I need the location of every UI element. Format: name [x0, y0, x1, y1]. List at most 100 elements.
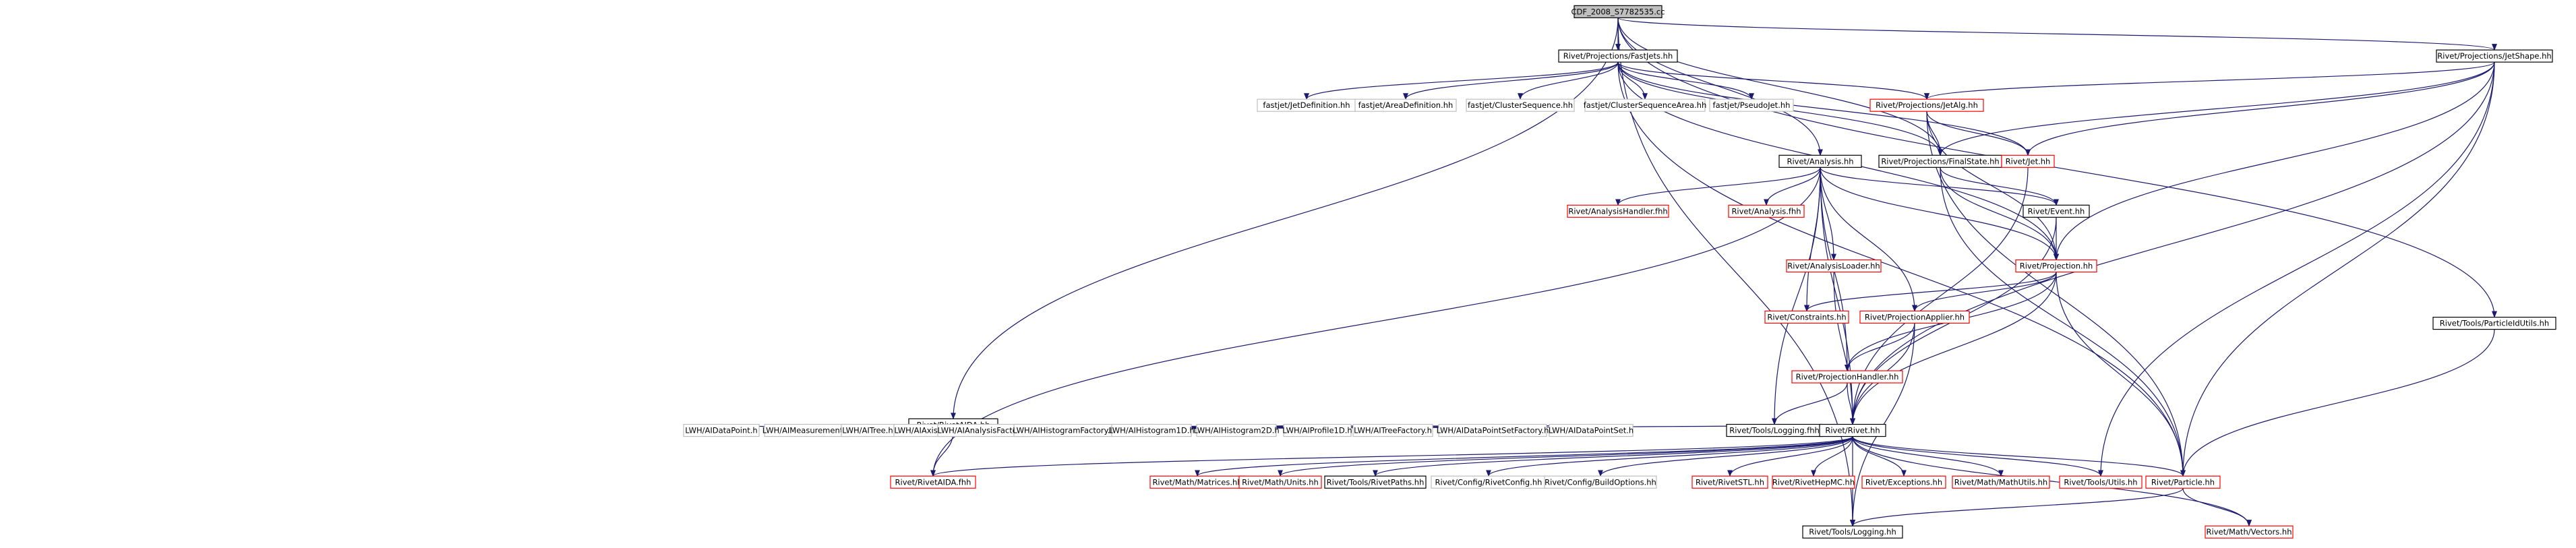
node-rivetstl[interactable]: Rivet/RivetSTL.hh	[1691, 475, 1768, 489]
node-box-fastjets	[1558, 49, 1678, 63]
edge-analysisloader-to-rivet	[1833, 272, 1855, 425]
node-label-lwh_axis: LWH/AIAxis.h	[894, 426, 945, 435]
node-box-logginghh	[1802, 525, 1903, 539]
node-matrices[interactable]: Rivet/Math/Matrices.hh	[1149, 475, 1245, 489]
edge-rivet-to-rivetstl	[1727, 436, 1853, 477]
node-rivetaidafhh[interactable]: Rivet/RivetAIDA.fhh	[890, 475, 976, 489]
node-box-pseudojet	[1709, 98, 1794, 112]
node-projection[interactable]: Rivet/Projection.hh	[2015, 260, 2097, 273]
edge-jetshape-to-jet	[2025, 62, 2495, 156]
node-label-areadef: fastjet/AreaDefinition.hh	[1358, 100, 1454, 110]
node-rivethepmc[interactable]: Rivet/RivetHepMC.hh	[1772, 475, 1855, 489]
edge-rivet-to-mathutils	[1852, 436, 2004, 477]
edge-rivet-to-toolsutils	[1852, 436, 2103, 477]
node-label-lwh_af: LWH/AIAnalysisFactory.h	[937, 426, 1031, 435]
node-label-particle: Rivet/Particle.hh	[2151, 477, 2215, 487]
node-box-analysishandler	[1567, 204, 1669, 218]
node-label-event: Rivet/Event.hh	[2028, 206, 2085, 216]
node-lwh_dps: LWH/AIDataPointSet.h	[1549, 423, 1634, 437]
node-label-analysisfhh: Rivet/Analysis.fhh	[1731, 206, 1801, 216]
node-analysishandler[interactable]: Rivet/AnalysisHandler.fhh	[1567, 204, 1669, 218]
node-units[interactable]: Rivet/Math/Units.hh	[1238, 475, 1322, 489]
node-label-constraints: Rivet/Constraints.hh	[1767, 312, 1846, 322]
node-label-lwh_p1: LWH/AIProfile1D.h	[1282, 426, 1352, 435]
node-event[interactable]: Rivet/Event.hh	[2023, 204, 2090, 218]
node-box-buildoptions	[1544, 475, 1657, 489]
edge-analysis-to-event	[1820, 167, 2059, 206]
node-rivetpaths[interactable]: Rivet/Tools/RivetPaths.hh	[1324, 475, 1427, 489]
node-lwh_tf: LWH/AITreeFactory.h	[1352, 423, 1433, 437]
node-box-areadef	[1354, 98, 1457, 112]
edge-rivet-to-exceptions	[1852, 436, 1907, 477]
node-box-exceptions	[1861, 475, 1946, 489]
node-logginghh[interactable]: Rivet/Tools/Logging.hh	[1802, 525, 1903, 539]
node-box-rivethepmc	[1772, 475, 1855, 489]
edge-fastjets-to-jet	[1617, 62, 2031, 156]
node-label-projapplier: Rivet/ProjectionApplier.hh	[1865, 312, 1965, 322]
node-label-analysis: Rivet/Analysis.hh	[1787, 156, 1853, 166]
node-constraints[interactable]: Rivet/Constraints.hh	[1764, 310, 1849, 324]
node-toolsutils[interactable]: Rivet/Tools/Utils.hh	[2059, 475, 2143, 489]
node-projhandler[interactable]: Rivet/ProjectionHandler.hh	[1791, 370, 1903, 384]
edge-rivet-to-vectors	[1852, 436, 2252, 527]
node-label-lwh_meas: LWH/AIMeasurement.h	[762, 426, 850, 435]
edge-fastjets-to-clusterseq	[1518, 62, 1619, 100]
edge-rivet-to-rivetaidafhh	[930, 436, 1853, 477]
node-lwh_axis: LWH/AIAxis.h	[893, 423, 946, 437]
node-rivetconfig: Rivet/Config/RivetConfig.hh	[1431, 475, 1547, 489]
node-analysisfhh[interactable]: Rivet/Analysis.fhh	[1728, 204, 1805, 218]
node-jet[interactable]: Rivet/Jet.hh	[2001, 154, 2055, 168]
edge-root-to-particleidutils	[1617, 18, 2497, 318]
node-vectors[interactable]: Rivet/Math/Vectors.hh	[2205, 525, 2294, 539]
node-jetshape[interactable]: Rivet/Projections/JetShape.hh	[2436, 49, 2553, 63]
node-mathutils[interactable]: Rivet/Math/MathUtils.hh	[1952, 475, 2050, 489]
node-label-lwh_h1: LWH/AIHistogram1D.h	[1108, 426, 1194, 435]
node-box-rivet	[1819, 423, 1886, 437]
node-label-jetalg: Rivet/Projections/JetAlg.hh	[1876, 100, 1978, 110]
node-label-mathutils: Rivet/Math/MathUtils.hh	[1954, 477, 2047, 487]
node-box-clusterseqarea	[1584, 98, 1706, 112]
node-lwh_h2: LWH/AIHistogram2D.h	[1193, 423, 1280, 437]
node-label-rivet: Rivet/Rivet.hh	[1825, 426, 1880, 435]
node-finalstate[interactable]: Rivet/Projections/FinalState.hh	[1878, 154, 2002, 168]
node-label-finalstate: Rivet/Projections/FinalState.hh	[1881, 156, 1999, 166]
edge-root-to-rivetaida	[951, 18, 1619, 420]
node-particleidutils[interactable]: Rivet/Tools/ParticleIdUtils.hh	[2432, 316, 2556, 330]
node-label-vectors: Rivet/Math/Vectors.hh	[2207, 527, 2292, 537]
node-label-particleidutils: Rivet/Tools/ParticleIdUtils.hh	[2440, 319, 2549, 328]
node-analysisloader[interactable]: Rivet/AnalysisLoader.hh	[1786, 260, 1882, 273]
node-rivet[interactable]: Rivet/Rivet.hh	[1819, 423, 1886, 437]
edge-analysis-to-projapplier	[1820, 167, 1917, 312]
node-clusterseq: fastjet/ClusterSequence.hh	[1466, 98, 1575, 112]
node-label-jet: Rivet/Jet.hh	[2006, 156, 2051, 166]
node-root[interactable]: CDF_2008_S7782535.cc	[1571, 5, 1665, 18]
node-box-lwh_h1	[1111, 423, 1192, 437]
node-lwh_dpsf: LWH/AIDataPointSetFactory.h	[1437, 423, 1549, 437]
node-box-mathutils	[1952, 475, 2050, 489]
node-label-lwh_tf: LWH/AITreeFactory.h	[1354, 426, 1432, 435]
node-box-projhandler	[1791, 370, 1903, 384]
edge-projhandler-to-rivet	[1847, 383, 1855, 425]
node-exceptions[interactable]: Rivet/Exceptions.hh	[1861, 475, 1946, 489]
node-box-jet	[2001, 154, 2055, 168]
node-box-lwh_p1	[1283, 423, 1352, 437]
edge-particle-to-logginghh	[1850, 487, 2184, 527]
node-projapplier[interactable]: Rivet/ProjectionApplier.hh	[1859, 310, 1970, 324]
node-jetalg[interactable]: Rivet/Projections/JetAlg.hh	[1869, 98, 1984, 112]
node-particle[interactable]: Rivet/Particle.hh	[2145, 475, 2221, 489]
edge-root-to-jetshape	[1617, 17, 2497, 51]
node-label-lwh_tree: LWH/AITree.h	[842, 426, 893, 435]
node-box-particle	[2145, 475, 2221, 489]
node-fastjets[interactable]: Rivet/Projections/FastJets.hh	[1558, 49, 1678, 63]
node-label-rivethepmc: Rivet/RivetHepMC.hh	[1772, 477, 1855, 487]
node-label-projection: Rivet/Projection.hh	[2020, 262, 2093, 271]
node-label-fastjets: Rivet/Projections/FastJets.hh	[1563, 51, 1673, 61]
node-lwh_meas: LWH/AIMeasurement.h	[762, 423, 850, 437]
node-box-constraints	[1764, 310, 1849, 324]
node-analysis[interactable]: Rivet/Analysis.hh	[1778, 154, 1862, 168]
edge-projhandler-to-loggingfhh	[1772, 382, 1848, 425]
edge-jetalg-to-jet	[1926, 111, 2031, 156]
node-loggingfhh[interactable]: Rivet/Tools/Logging.fhh	[1726, 423, 1823, 437]
node-label-rivetpaths: Rivet/Tools/RivetPaths.hh	[1327, 477, 1425, 487]
node-box-jetshape	[2436, 49, 2553, 63]
